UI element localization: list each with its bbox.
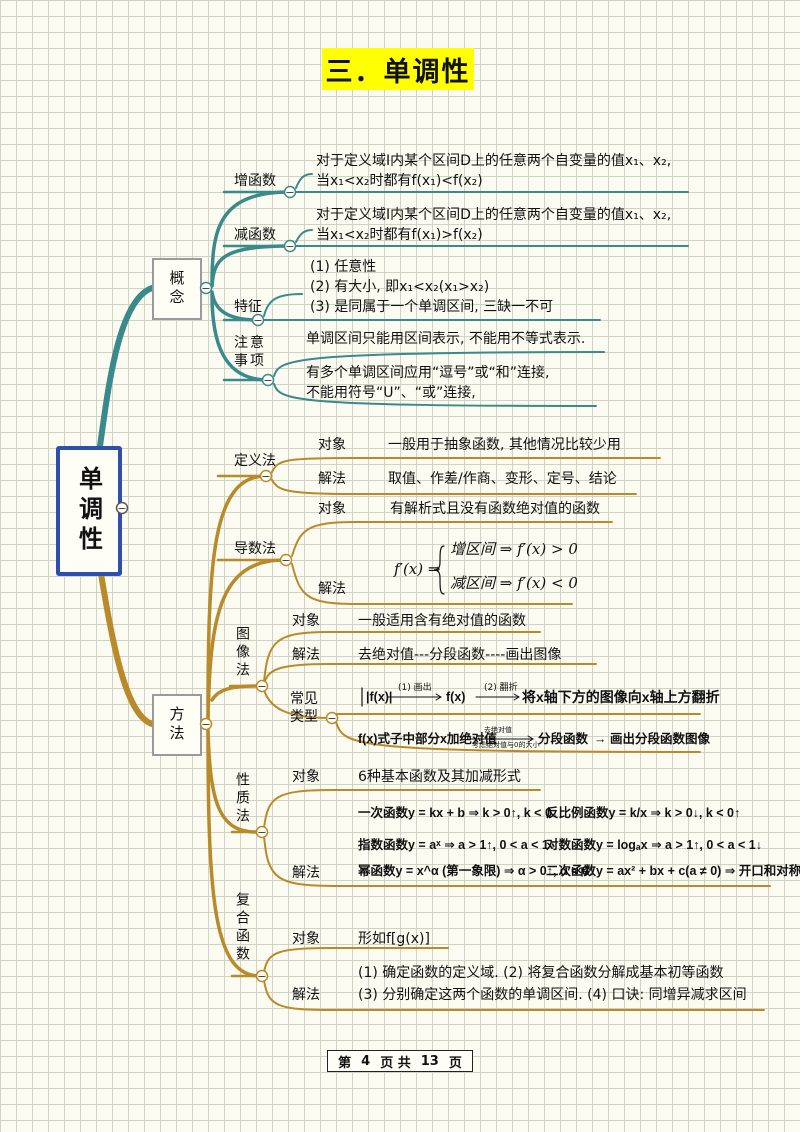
property-object-label: 对象 [292,769,320,785]
composite-object-label: 对象 [292,931,320,947]
increasing-definition-line2: 当x₁<x₂时都有f(x₁)<f(x₂) [316,173,483,189]
derivative-method-label: 导数法 [234,541,276,557]
graph-common-types-label: 常见类型 [290,691,318,725]
features-label: 特征 [234,299,262,315]
property-object-text: 6种基本函数及其加减形式 [358,769,521,785]
graph-solve-text: 去绝对值---分段函数----画出图像 [358,647,562,663]
graph-type2-right: → 画出分段函数图像 [594,732,710,746]
footer-total-pages: 13 [420,1053,439,1069]
linear-function-rule: 一次函数y = kx + b ⇒ k > 0↑, k < 0↓ [358,806,559,820]
definition-object-label: 对象 [318,437,346,453]
logarithm-function-rule: 对数函数y = logₐx ⇒ a > 1↑, 0 < a < 1↓ [546,838,762,852]
graph-type1-middle: f(x) [446,690,466,704]
power-function-rule: 幂函数y = x^α (第一象限) ⇒ α > 0↑, α < 0↓ [358,864,596,878]
branch-root-concept [97,285,155,449]
note-1: 单调区间只能用区间表示, 不能用不等式表示. [306,331,586,347]
definition-solve-label: 解法 [318,471,346,487]
branch-root-method [97,565,155,727]
note-2-line2: 不能用符号“U”、“或”连接, [306,385,476,401]
increasing-definition-line1: 对于定义域I内某个区间D上的任意两个自变量的值x₁、x₂, [316,153,672,169]
footer-page-number: 4 [361,1053,371,1069]
concept-node[interactable]: 概念 [152,258,202,320]
page-footer: 第 4 页 共 13 页 [327,1050,473,1072]
branch-method-def [206,474,268,722]
graph-type1-arrow1-label: (1) 画出 [398,683,432,693]
feature-item-2: (2) 有大小, 即x₁<x₂(x₁>x₂) [310,279,490,295]
branch-method-graph [210,684,258,702]
graph-object-label: 对象 [292,613,320,629]
decreasing-definition-line1: 对于定义域I内某个区间D上的任意两个自变量的值x₁、x₂, [316,207,672,223]
increasing-function-label: 增函数 [234,173,276,189]
composite-solve-line2: (3) 分别确定这两个函数的单调区间. (4) 口诀: 同增异减求区间 [358,987,747,1003]
branch-method-comp [206,728,262,978]
page-title: 三．单调性 [322,48,474,90]
feature-item-3: (3) 是同属于一个单调区间, 三缺一不可 [310,299,554,315]
composite-solve-label: 解法 [292,987,320,1003]
branch-concept-inc [210,190,292,286]
graph-type2-arrow-bottom: 考虑绝对值与0的大小 [472,741,540,749]
graph-type2-left: f(x)式子中部分x加绝对值 [358,732,497,746]
branch-method-deriv [206,558,286,722]
graph-type2-middle: 分段函数 [538,732,589,746]
note-2-line1: 有多个单调区间应用“逗号”或“和”连接, [306,365,550,381]
derivative-decreasing: 减区间 ⇒ f′(x) < 0 [450,574,578,592]
definition-solve-text: 取值、作差/作商、变形、定号、结论 [388,471,617,487]
notes-label: 注意事项 [234,335,266,369]
quadratic-function-rule: 二次函数y = ax² + bx + c(a ≠ 0) ⇒ 开口和对称轴 [546,864,800,878]
brace-derivative [433,545,445,595]
composite-method-label: 复合函数 [234,892,250,964]
decreasing-definition-line2: 当x₁<x₂时都有f(x₁)>f(x₂) [316,227,483,243]
derivative-fprime: f′(x) ⇒ [394,560,441,578]
exponential-function-rule: 指数函数y = aˣ ⇒ a > 1↑, 0 < a < 1↓ [358,838,556,852]
graph-solve-label: 解法 [292,647,320,663]
definition-object-text: 一般用于抽象函数, 其他情况比较少用 [388,437,621,453]
composite-solve-line1: (1) 确定函数的定义域. (2) 将复合函数分解成基本初等函数 [358,965,724,981]
composite-object-text: 形如f[g(x)] [358,931,430,947]
graph-object-text: 一般适用含有绝对值的函数 [358,613,526,629]
derivative-solve-label: 解法 [318,581,346,597]
derivative-object-label: 对象 [318,501,346,517]
branch-concept-notes [210,292,270,382]
footer-suffix: 页 [448,1055,462,1071]
inverse-function-rule: 反比例函数y = k/x ⇒ k > 0↓, k < 0↑ [546,806,741,820]
graph-type1-left: |f(x)| [366,690,393,704]
branch-concept-dec [210,244,292,288]
decreasing-function-label: 减函数 [234,227,276,243]
definition-method-label: 定义法 [234,453,276,469]
derivative-object-text: 有解析式且没有函数绝对值的函数 [390,501,600,517]
derivative-increasing: 增区间 ⇒ f′(x) > 0 [450,540,578,558]
footer-middle: 页 共 [380,1055,411,1071]
graph-type2-arrow-top: 去绝对值 [484,726,512,734]
graph-type1-right: 将x轴下方的图像向x轴上方翻折 [522,689,720,705]
root-node[interactable]: 单调性 [56,446,122,576]
graph-method-label: 图像法 [234,626,250,680]
property-solve-label: 解法 [292,865,320,881]
method-node[interactable]: 方法 [152,694,202,756]
feature-item-1: (1) 任意性 [310,259,377,275]
property-method-label: 性质法 [234,772,250,826]
graph-type1-arrow2-label: (2) 翻折 [484,683,518,693]
footer-prefix: 第 [338,1055,352,1071]
